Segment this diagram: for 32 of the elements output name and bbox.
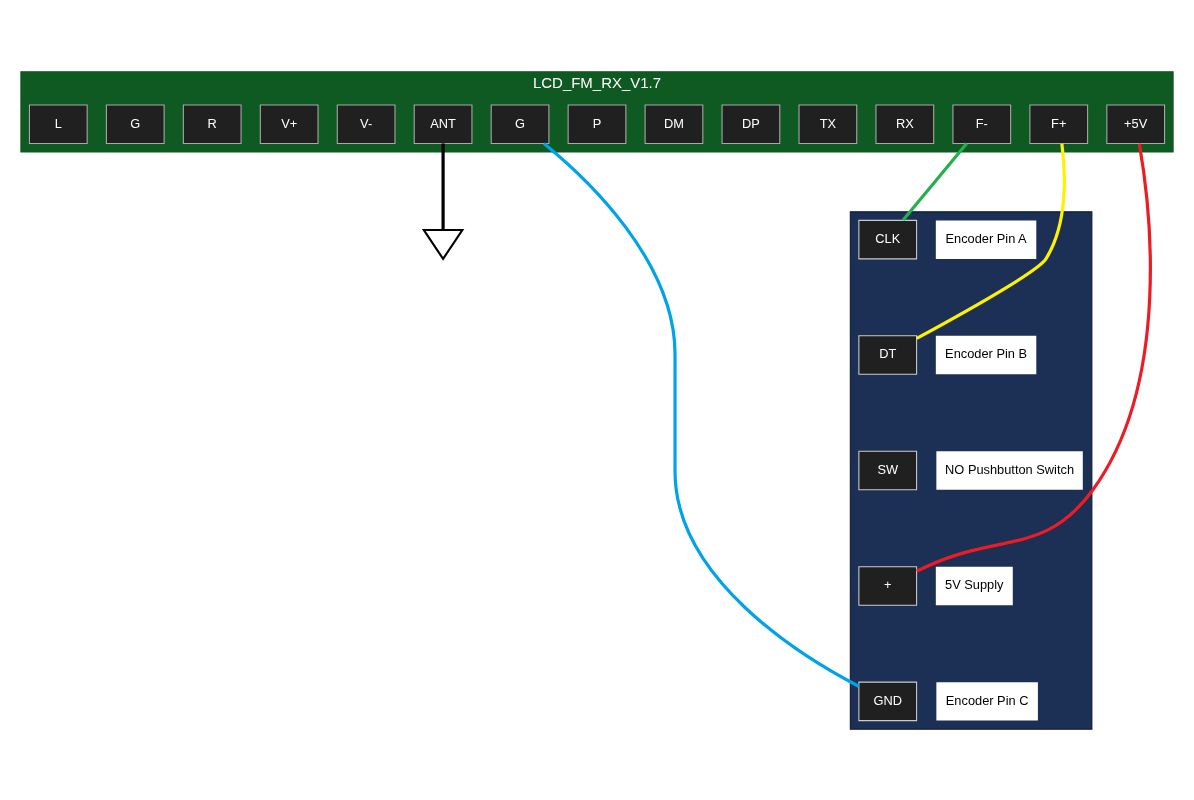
connector	[901, 141, 968, 221]
node-box: F-	[952, 103, 1012, 144]
node-box: CLK	[858, 219, 918, 259]
node-box: P	[567, 103, 627, 144]
node-label: Encoder Pin A	[945, 230, 1027, 246]
connector	[915, 143, 1066, 340]
node-box: G	[490, 103, 550, 144]
node-box: GND	[858, 681, 918, 721]
node-box: TX	[798, 103, 858, 144]
node-box: R	[182, 103, 242, 144]
node-box: DP	[721, 103, 781, 144]
node-box: V-	[336, 103, 396, 144]
node-box: SW	[858, 450, 918, 490]
node-label: Encoder Pin B	[945, 345, 1028, 361]
node-box: RX	[875, 103, 935, 144]
node-antenna	[421, 228, 465, 261]
node-box: DT	[858, 334, 918, 375]
connector	[441, 142, 445, 230]
connector	[916, 143, 1152, 573]
node-box: F+	[1029, 103, 1089, 144]
node-box: ANT	[413, 103, 473, 144]
node-box: L	[28, 103, 88, 144]
node-box: DM	[644, 103, 704, 144]
node-box: +5V	[1106, 103, 1166, 144]
node-box: V+	[259, 103, 319, 144]
cluster	[849, 210, 1093, 730]
node-box: +	[858, 565, 918, 606]
node-box: G	[105, 103, 165, 144]
node-label: Encoder Pin C	[945, 692, 1029, 708]
node-label: 5V Supply	[945, 576, 1004, 592]
node-label: NO Pushbutton Switch	[945, 461, 1075, 477]
connector	[542, 141, 860, 688]
